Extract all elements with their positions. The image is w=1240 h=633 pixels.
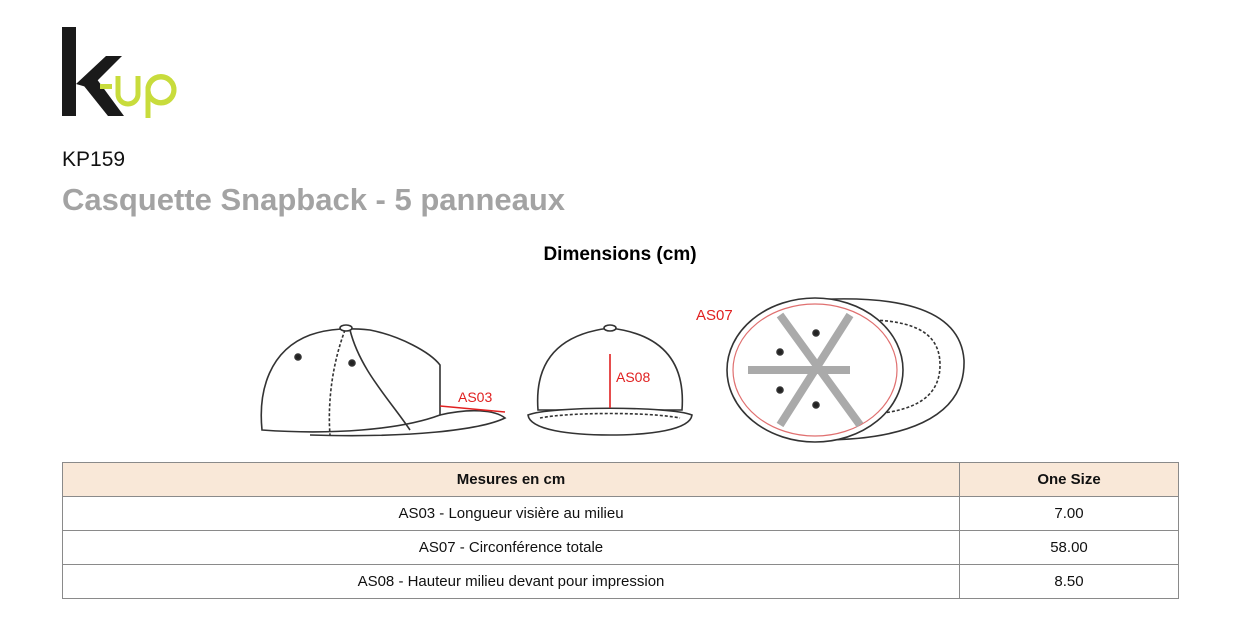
cap-side-view: AS03 (260, 324, 507, 437)
as03-label: AS03 (458, 389, 492, 405)
dimensions-heading: Dimensions (cm) (543, 244, 697, 265)
header-size: One Size (959, 462, 1179, 497)
measure-label: AS07 - Circonférence totale (62, 530, 960, 565)
measurements-table: Mesures en cm One Size AS03 - Longueur v… (62, 462, 1179, 599)
measure-value: 8.50 (959, 564, 1179, 599)
measure-label: AS08 - Hauteur milieu devant pour impres… (62, 564, 960, 599)
cap-under-view: AS07 (696, 297, 965, 443)
measure-value: 58.00 (959, 530, 1179, 565)
product-title: Casquette Snapback - 5 panneaux (62, 182, 566, 217)
measure-label: AS03 - Longueur visière au milieu (62, 496, 960, 531)
table-header-row: Mesures en cm One Size (62, 462, 1179, 497)
product-code: KP159 (62, 148, 126, 171)
table-row: AS03 - Longueur visière au milieu 7.00 (62, 496, 1179, 531)
cap-front-view: AS08 (527, 324, 693, 436)
measure-value: 7.00 (959, 496, 1179, 531)
header-measure: Mesures en cm (62, 462, 960, 497)
k-up-logo (60, 26, 185, 118)
table-row: AS07 - Circonférence totale 58.00 (62, 530, 1179, 565)
cap-diagram: AS03 AS08 AS07 (250, 290, 980, 450)
table-row: AS08 - Hauteur milieu devant pour impres… (62, 564, 1179, 599)
as07-label: AS07 (696, 307, 733, 324)
as08-label: AS08 (616, 369, 650, 385)
